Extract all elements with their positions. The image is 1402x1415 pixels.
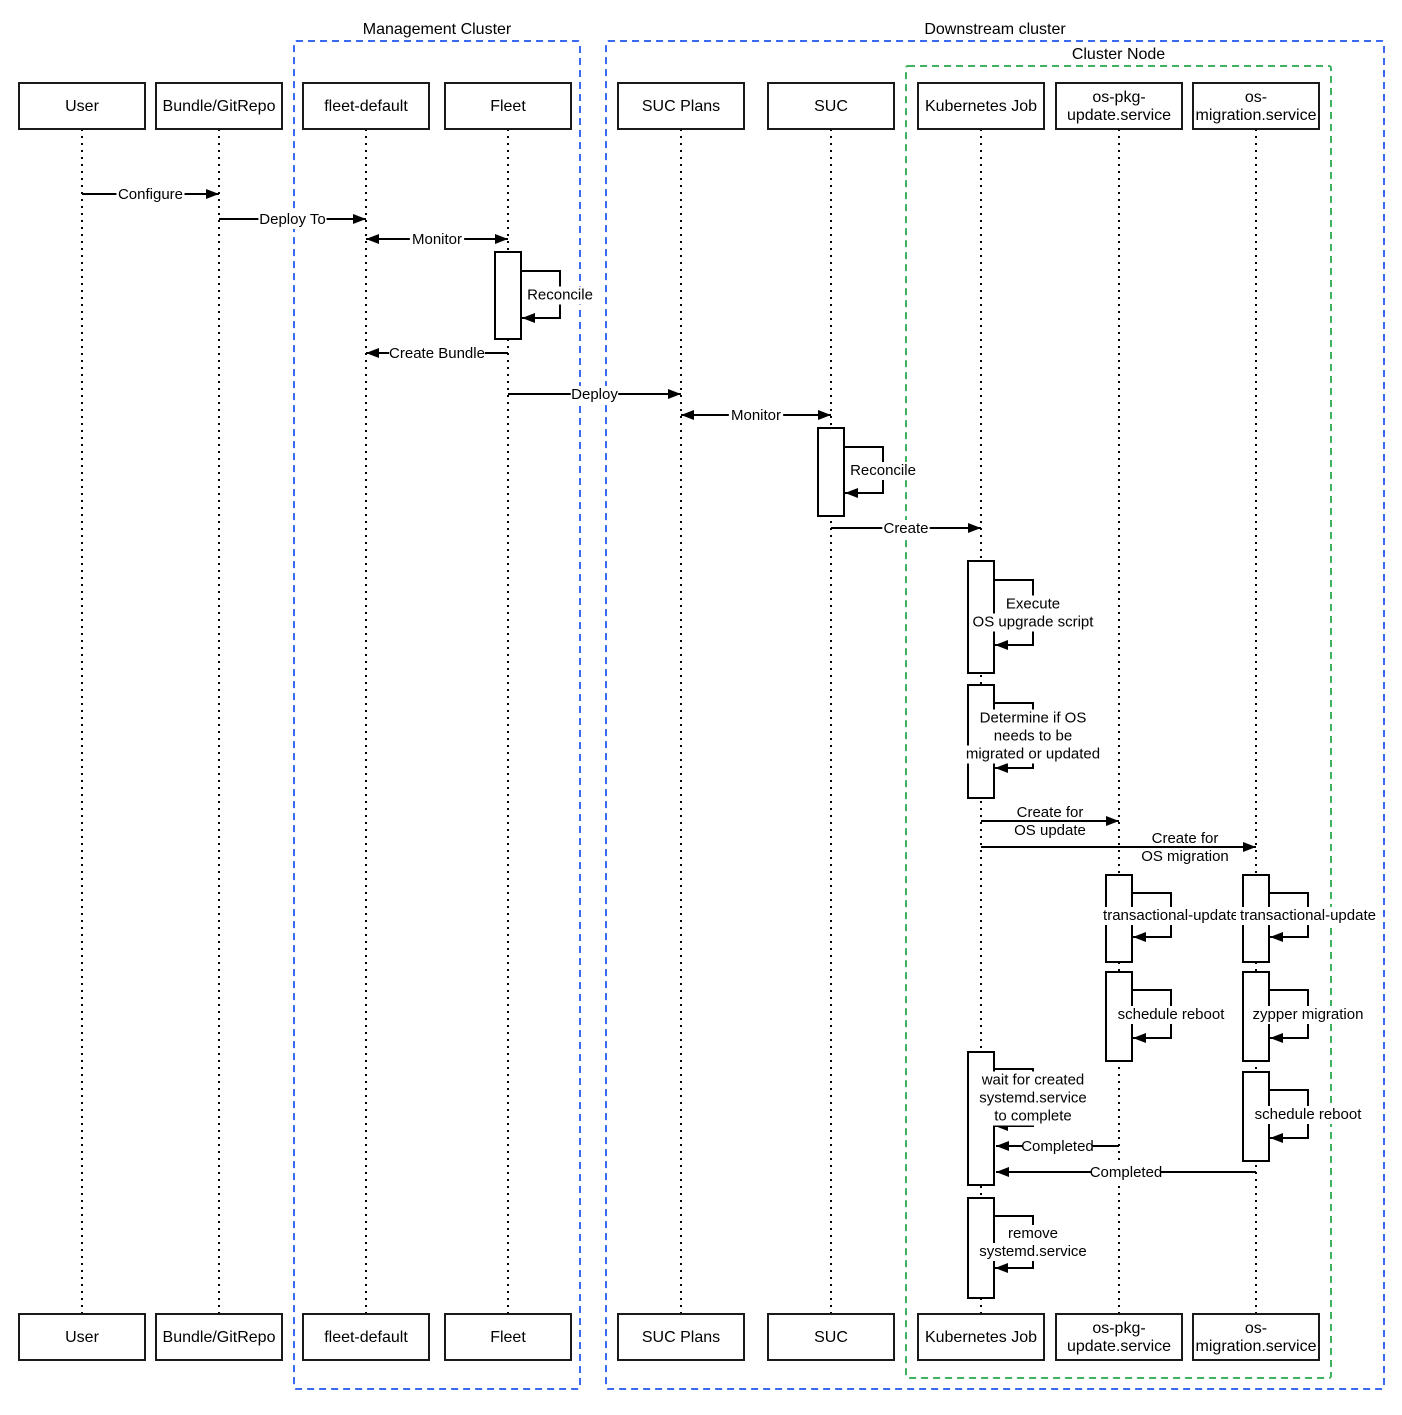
svg-text:transactional-update: transactional-update — [1103, 907, 1239, 924]
participant-fleet: Fleet — [444, 82, 572, 130]
svg-text:Configure: Configure — [118, 186, 183, 203]
participant-suc-footer: SUC — [767, 1313, 895, 1361]
svg-text:Kubernetes Job: Kubernetes Job — [925, 1329, 1037, 1346]
participant-fleet-footer: Fleet — [444, 1313, 572, 1361]
svg-text:Downstream cluster: Downstream cluster — [924, 21, 1066, 38]
self-call-reconcile: Reconcile — [817, 427, 918, 517]
svg-text:User: User — [65, 1329, 99, 1346]
svg-text:os-pkg-: os-pkg- — [1092, 89, 1145, 106]
message-monitor: Monitor — [366, 231, 508, 249]
participant-bundle-gitrepo: Bundle/GitRepo — [155, 82, 283, 130]
svg-text:Execute: Execute — [1006, 596, 1060, 613]
svg-text:OS update: OS update — [1014, 822, 1086, 839]
self-call-schedule-reboot: schedule reboot — [1242, 1071, 1363, 1162]
participant-user: User — [18, 82, 146, 130]
participant-suc: SUC — [767, 82, 895, 130]
message-completed: Completed — [996, 1164, 1256, 1182]
svg-text:migration.service: migration.service — [1196, 1338, 1317, 1355]
svg-text:os-pkg-: os-pkg- — [1092, 1320, 1145, 1337]
group-downstream-cluster: Downstream cluster — [605, 21, 1385, 1390]
svg-text:OS migration: OS migration — [1141, 848, 1229, 865]
participant-bundle-gitrepo-footer: Bundle/GitRepo — [155, 1313, 283, 1361]
svg-text:needs to be: needs to be — [994, 728, 1072, 745]
svg-text:Kubernetes Job: Kubernetes Job — [925, 98, 1037, 115]
self-call-transactional-update: transactional-update — [1236, 874, 1380, 963]
message-create-bundle: Create Bundle — [366, 345, 508, 363]
svg-text:migrated or updated: migrated or updated — [966, 746, 1100, 763]
self-call-schedule-reboot: schedule reboot — [1105, 971, 1226, 1062]
svg-text:migration.service: migration.service — [1196, 107, 1317, 124]
participant-os-migration-footer: os-migration.service — [1192, 1313, 1320, 1361]
svg-text:zypper migration: zypper migration — [1253, 1006, 1364, 1023]
message-monitor: Monitor — [681, 407, 831, 425]
svg-text:wait for created: wait for created — [981, 1072, 1085, 1089]
svg-text:SUC: SUC — [814, 98, 848, 115]
participant-user-footer: User — [18, 1313, 146, 1361]
self-call-transactional-update: transactional-update — [1099, 874, 1243, 963]
participant-kubernetes-job-footer: Kubernetes Job — [917, 1313, 1045, 1361]
svg-text:update.service: update.service — [1067, 1338, 1171, 1355]
svg-text:systemd.service: systemd.service — [979, 1090, 1087, 1107]
svg-text:Completed: Completed — [1090, 1164, 1163, 1181]
svg-text:Create: Create — [883, 520, 928, 537]
group-cluster-node: Cluster Node — [905, 46, 1332, 1379]
svg-text:User: User — [65, 98, 99, 115]
self-call-reconcile: Reconcile — [494, 251, 595, 340]
svg-text:Management Cluster: Management Cluster — [363, 21, 512, 38]
svg-text:Completed: Completed — [1021, 1138, 1094, 1155]
svg-text:Reconcile: Reconcile — [850, 462, 916, 479]
participant-fleet-default: fleet-default — [302, 82, 430, 130]
message-create: Create — [831, 520, 981, 538]
svg-text:systemd.service: systemd.service — [979, 1243, 1087, 1260]
group-management-cluster: Management Cluster — [293, 21, 581, 1390]
svg-text:Bundle/GitRepo: Bundle/GitRepo — [163, 98, 276, 115]
svg-text:Fleet: Fleet — [490, 1329, 526, 1346]
svg-text:to complete: to complete — [994, 1108, 1072, 1125]
svg-text:SUC Plans: SUC Plans — [642, 1329, 720, 1346]
svg-text:os-: os- — [1245, 1320, 1267, 1337]
participant-fleet-default-footer: fleet-default — [302, 1313, 430, 1361]
svg-text:os-: os- — [1245, 89, 1267, 106]
svg-text:Cluster Node: Cluster Node — [1072, 46, 1165, 63]
participant-os-pkg-update-footer: os-pkg-update.service — [1055, 1313, 1183, 1361]
svg-text:fleet-default: fleet-default — [324, 1329, 408, 1346]
svg-text:remove: remove — [1008, 1225, 1058, 1242]
svg-text:Monitor: Monitor — [412, 231, 462, 248]
message-deploy: Deploy — [508, 386, 681, 404]
svg-text:fleet-default: fleet-default — [324, 98, 408, 115]
participant-kubernetes-job: Kubernetes Job — [917, 82, 1045, 130]
svg-text:Monitor: Monitor — [731, 407, 781, 424]
svg-text:Bundle/GitRepo: Bundle/GitRepo — [163, 1329, 276, 1346]
svg-text:OS upgrade script: OS upgrade script — [973, 614, 1095, 631]
svg-text:SUC: SUC — [814, 1329, 848, 1346]
svg-text:Fleet: Fleet — [490, 98, 526, 115]
svg-text:Reconcile: Reconcile — [527, 287, 593, 304]
participant-os-pkg-update: os-pkg-update.service — [1055, 82, 1183, 130]
message-configure: Configure — [82, 186, 219, 204]
svg-text:Determine if OS: Determine if OS — [980, 710, 1087, 727]
svg-text:transactional-update: transactional-update — [1240, 907, 1376, 924]
participant-os-migration: os-migration.service — [1192, 82, 1320, 130]
svg-text:Deploy: Deploy — [571, 386, 618, 403]
svg-text:Deploy To: Deploy To — [259, 211, 325, 228]
svg-text:schedule reboot: schedule reboot — [1118, 1006, 1226, 1023]
svg-text:Create for: Create for — [1017, 804, 1084, 821]
svg-text:Create Bundle: Create Bundle — [389, 345, 485, 362]
svg-text:SUC Plans: SUC Plans — [642, 98, 720, 115]
svg-text:schedule reboot: schedule reboot — [1255, 1106, 1363, 1123]
participant-suc-plans: SUC Plans — [617, 82, 745, 130]
message-completed: Completed — [996, 1138, 1119, 1156]
message-deploy-to: Deploy To — [219, 211, 366, 229]
svg-text:Create for: Create for — [1152, 830, 1219, 847]
self-call-zypper-migration: zypper migration — [1242, 971, 1367, 1062]
participant-suc-plans-footer: SUC Plans — [617, 1313, 745, 1361]
svg-text:update.service: update.service — [1067, 107, 1171, 124]
